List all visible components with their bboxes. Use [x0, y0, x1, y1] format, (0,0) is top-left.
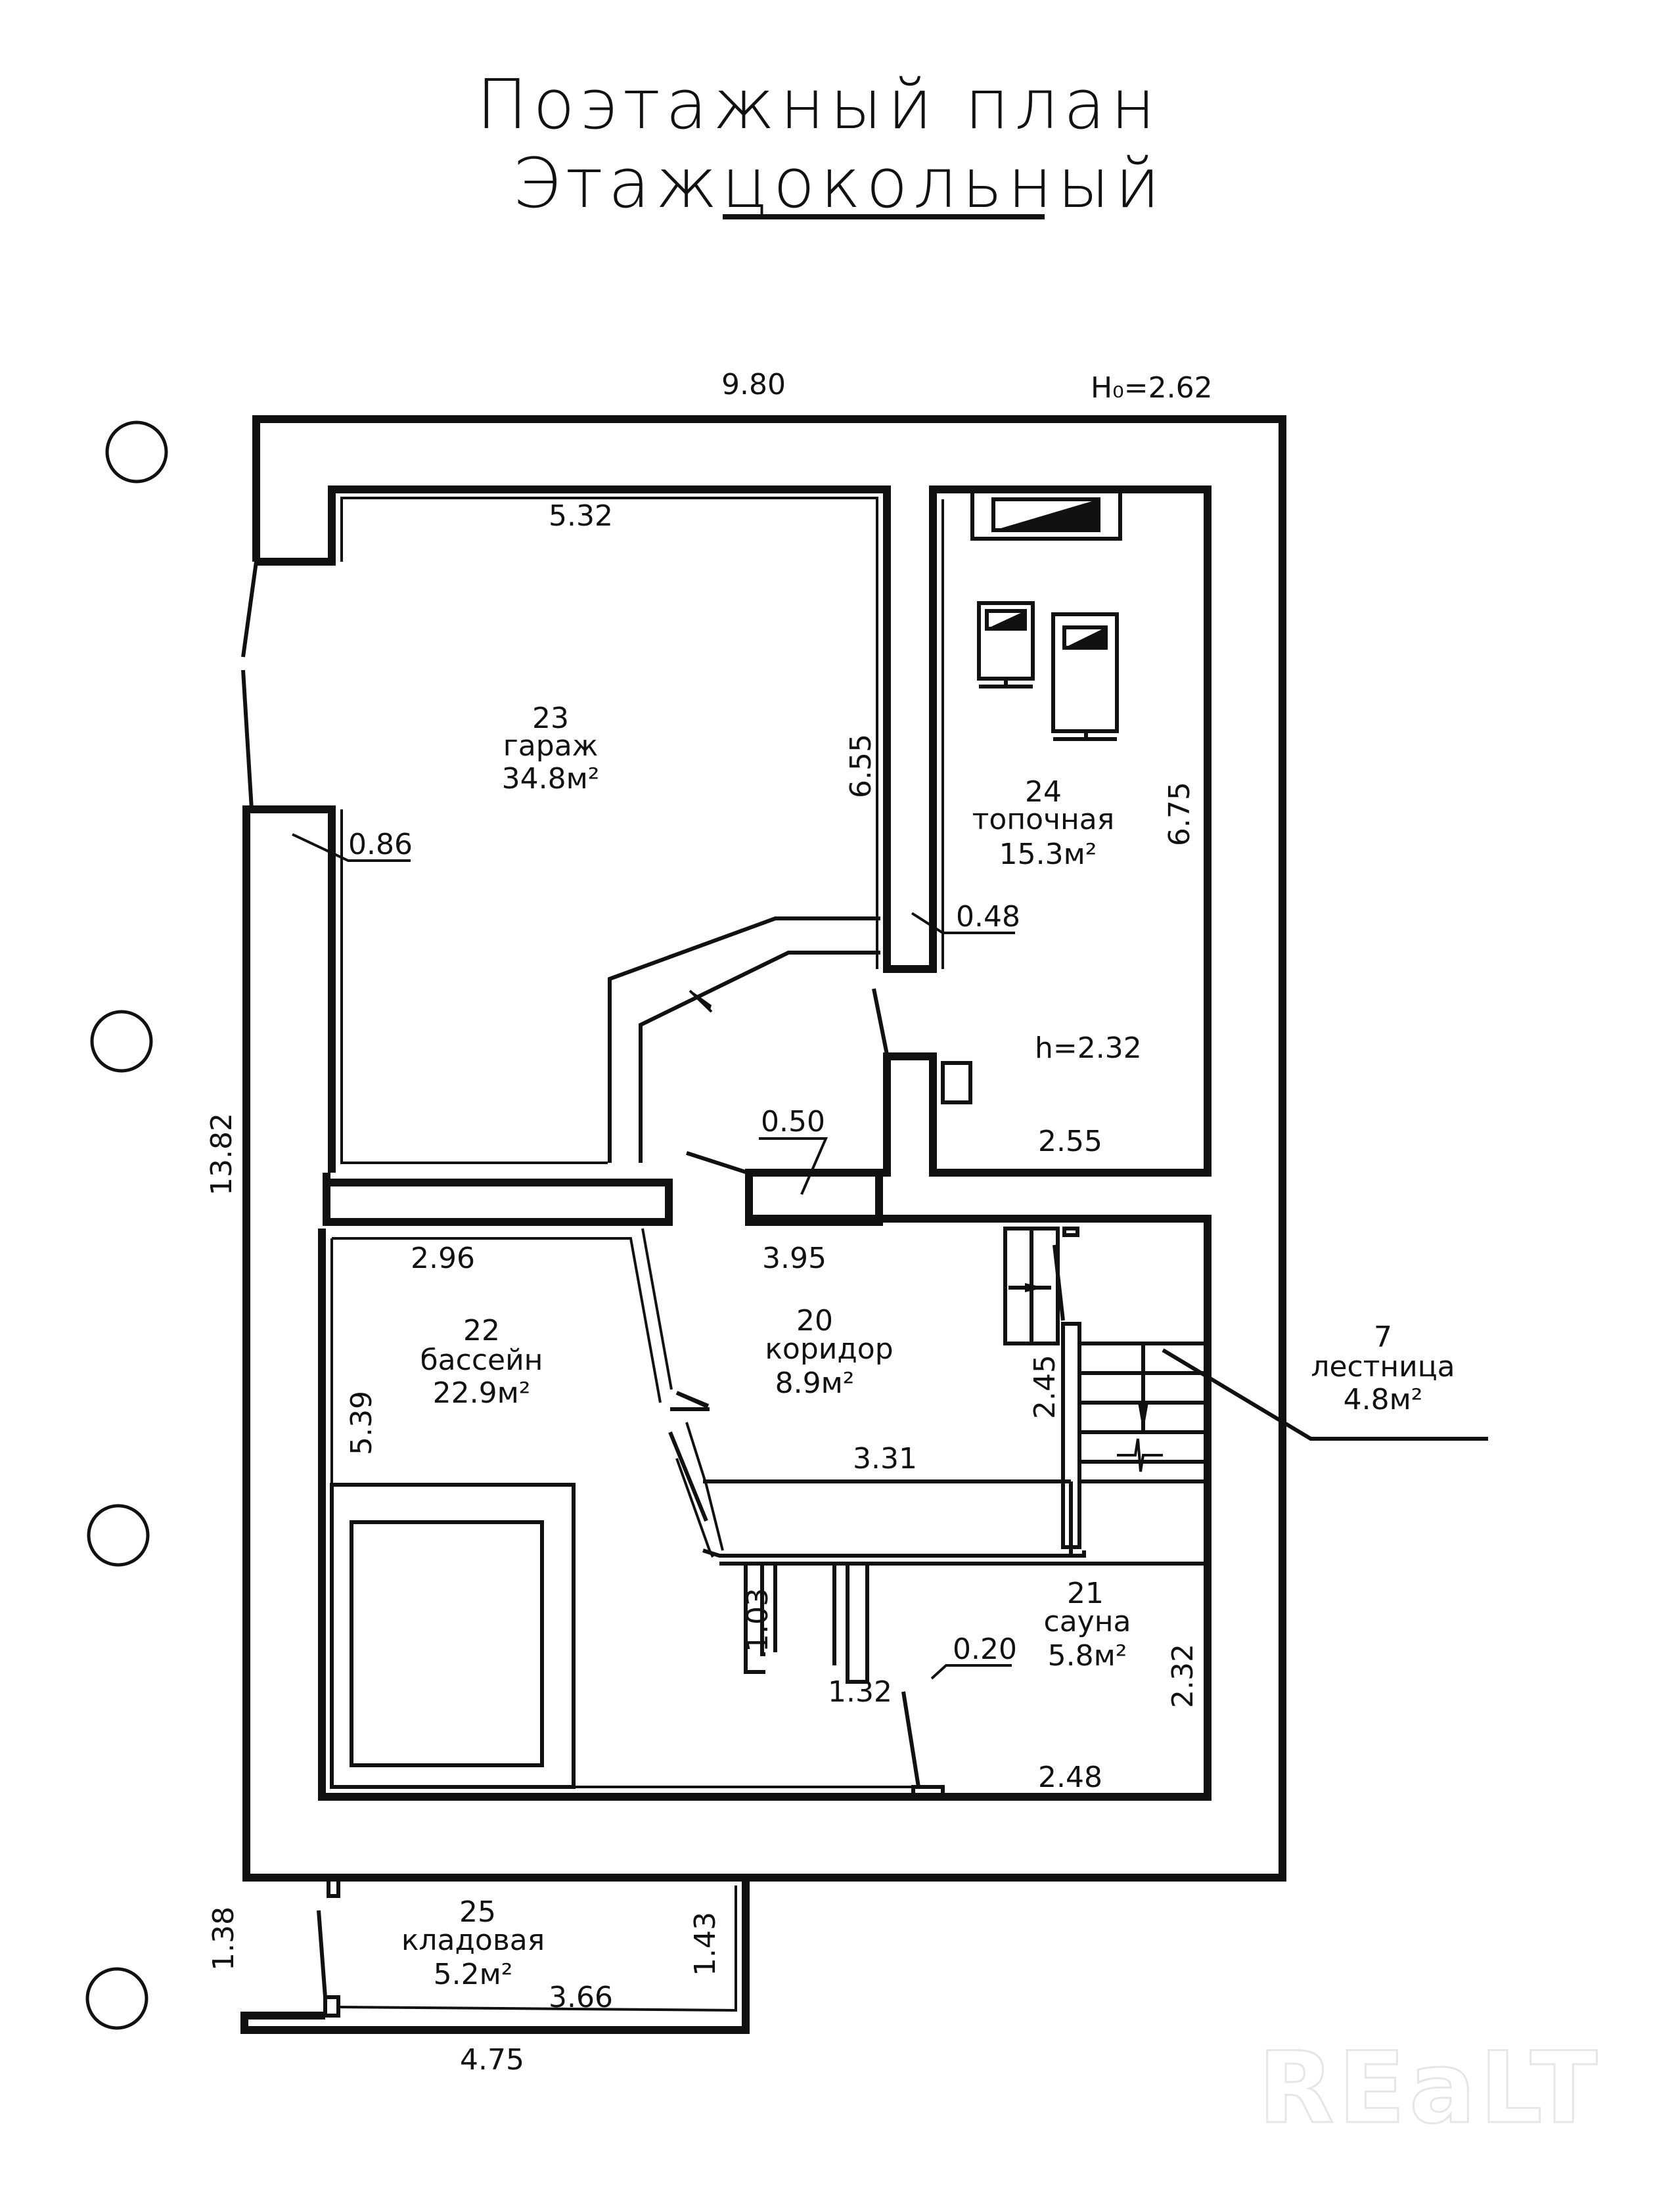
binder-hole: [87, 1504, 150, 1567]
dim-right: 2.32: [1166, 1644, 1200, 1708]
dim-niche-width: 1.32: [828, 1675, 892, 1709]
lower-walls: [318, 1228, 1208, 1801]
sauna-walls: [744, 1564, 945, 1799]
dim-top: 2.96: [411, 1242, 475, 1275]
room-name: лестница: [1311, 1350, 1455, 1384]
dim-left: 1.38: [207, 1907, 240, 1971]
pool: [330, 1483, 576, 1789]
stairs: [1003, 1227, 1488, 1549]
dim-bottom: 2.55: [1038, 1125, 1102, 1158]
room-number: 22: [463, 1314, 500, 1347]
room-number: 23: [532, 702, 569, 735]
room-storage: 25 кладовая 5.2м² 1.38 1.43 3.66 4.75: [207, 1895, 722, 2077]
room-name: кладовая: [401, 1924, 545, 1957]
room-area: 22.9м²: [433, 1376, 531, 1410]
room-number: 24: [1025, 775, 1062, 809]
room-corridor: 20 коридор 8.9м² 3.95 3.31 2.45 0.50: [761, 1105, 1062, 1476]
room-stairs: 7 лестница 4.8м²: [1311, 1320, 1455, 1416]
dim-opening: 0.86: [348, 828, 413, 861]
leader-lines: [292, 833, 1015, 1680]
room-garage: 23 гараж 34.8м² 5.32 6.55 0.86: [348, 499, 878, 861]
room-boiler: 24 топочная 15.3м² 6.75 2.55 0.48 h=2.32: [956, 775, 1196, 1158]
dim-left: 5.39: [345, 1391, 378, 1455]
room-name: бассейн: [420, 1343, 543, 1377]
dim-opening: 0.50: [761, 1105, 825, 1139]
room-name: коридор: [765, 1332, 893, 1366]
dim-right: 2.45: [1028, 1355, 1062, 1419]
dim-top: 3.95: [762, 1242, 827, 1275]
room-area: 34.8м²: [502, 762, 600, 796]
binder-hole: [105, 420, 168, 484]
room-name: сауна: [1044, 1605, 1131, 1638]
dim-right: 6.55: [844, 734, 878, 798]
room-name: гараж: [503, 729, 599, 763]
room-area: 4.8м²: [1344, 1383, 1423, 1416]
dim-top: 5.32: [549, 499, 613, 533]
room-name: топочная: [972, 803, 1114, 836]
garage-corridor-wall: [323, 988, 972, 1226]
binder-hole: [85, 1967, 148, 2030]
binder-hole: [90, 1010, 153, 1073]
dim-inner: 3.66: [549, 1981, 613, 2014]
room-area: 8.9м²: [775, 1366, 855, 1400]
dim-bottom: 3.31: [853, 1442, 917, 1476]
dim-niche-depth: 1.03: [741, 1588, 775, 1652]
plan-title: Поэтажный план: [476, 64, 1161, 145]
dim-opening: 0.20: [953, 1633, 1017, 1666]
stair-arrow-icon: [1025, 1283, 1045, 1292]
floor-name: цокольный: [721, 143, 1166, 223]
room-area: 5.2м²: [434, 1958, 513, 1991]
overall-height-label: 13.82: [205, 1113, 238, 1196]
dim-outer: 4.75: [460, 2043, 524, 2077]
room-number: 20: [796, 1304, 833, 1338]
room-number: 25: [459, 1895, 496, 1929]
stair-down-arrow-icon: [1138, 1403, 1148, 1432]
room-area: 15.3м²: [999, 838, 1097, 871]
overall-width-label: 9.80: [721, 368, 786, 401]
binder-holes: [85, 420, 168, 2030]
garage-gate: [241, 561, 258, 810]
ceiling-height-label: H₀=2.62: [1091, 371, 1213, 405]
dim-right: 6.75: [1163, 782, 1196, 846]
room-sauna: 21 сауна 5.8м² 2.32 2.48 0.20 1.03 1.32: [741, 1577, 1200, 1794]
exterior-walls: [242, 415, 1286, 1882]
room-number: 7: [1374, 1320, 1392, 1354]
watermark-logo: REaLT: [1258, 2031, 1601, 2146]
storage-walls: [240, 1876, 750, 2034]
room-area: 5.8м²: [1048, 1639, 1127, 1673]
room-pool: 22 бассейн 22.9м² 2.96 5.39: [345, 1242, 543, 1455]
room-number: 21: [1067, 1577, 1104, 1610]
dim-opening: 0.48: [956, 900, 1020, 934]
dim-bottom: 2.48: [1038, 1761, 1102, 1794]
dim-right: 1.43: [689, 1912, 722, 1976]
room-height: h=2.32: [1035, 1031, 1142, 1065]
floor-label-prefix: Этаж: [512, 143, 723, 223]
ramp-wall: [608, 916, 880, 1163]
boiler-equipment: [970, 489, 1122, 741]
